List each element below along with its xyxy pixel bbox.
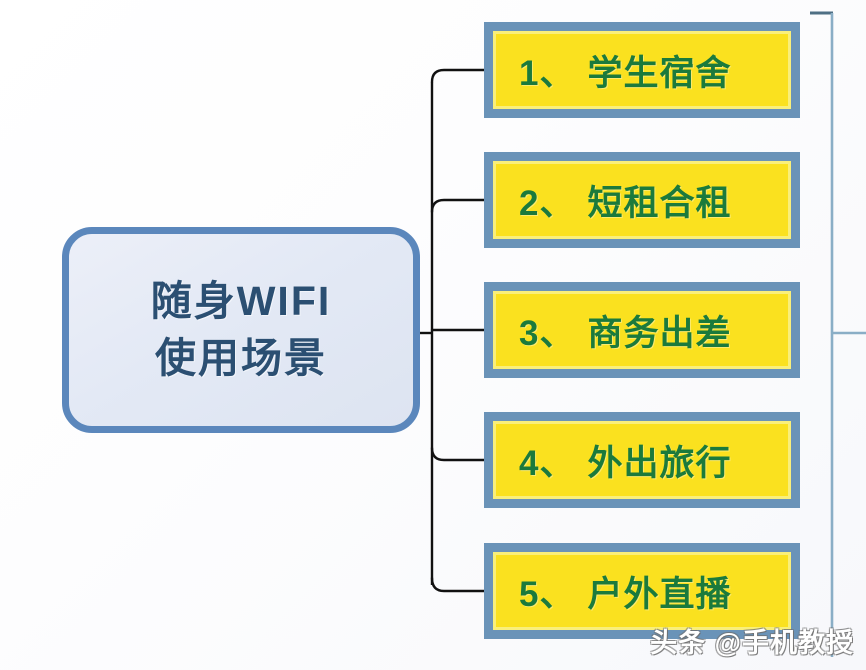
root-title-line-1: 随身WIFI — [150, 278, 332, 325]
branch-node-4[interactable]: 4、 外出旅行 — [484, 412, 800, 508]
branch-node-2[interactable]: 2、 短租合租 — [484, 152, 800, 248]
connector-branch-1 — [430, 68, 486, 84]
branch-fill-3 — [496, 294, 788, 366]
branch-fill-4 — [496, 424, 788, 496]
root-title-line-2: 使用场景 — [155, 335, 327, 381]
branch-number-3: 3、 — [519, 313, 576, 353]
connector-branch-5 — [430, 576, 486, 593]
connector-branch-4 — [430, 446, 486, 462]
branch-label-4: 外出旅行 — [587, 443, 732, 483]
branch-number-1: 1、 — [519, 53, 576, 93]
connector-branch-2 — [430, 198, 486, 214]
branch-label-5: 户外直播 — [587, 574, 732, 614]
branch-number-2: 2、 — [519, 183, 576, 223]
root-node[interactable]: 随身WIFI 使用场景 — [62, 227, 420, 433]
branch-node-5[interactable]: 5、 户外直播 — [484, 543, 800, 639]
branch-node-3[interactable]: 3、 商务出差 — [484, 282, 800, 378]
branch-node-1[interactable]: 1、 学生宿舍 — [484, 22, 800, 118]
branch-label-3: 商务出差 — [587, 313, 732, 353]
watermark: 头条 @手机教授 — [650, 628, 854, 658]
branch-label-2: 短租合租 — [587, 183, 732, 223]
branch-label-1: 学生宿舍 — [587, 53, 732, 93]
branch-number-5: 5、 — [519, 574, 576, 614]
branch-fill-2 — [496, 164, 788, 236]
branch-number-4: 4、 — [519, 443, 576, 483]
branch-fill-5 — [496, 555, 788, 627]
branch-fill-1 — [496, 34, 788, 106]
